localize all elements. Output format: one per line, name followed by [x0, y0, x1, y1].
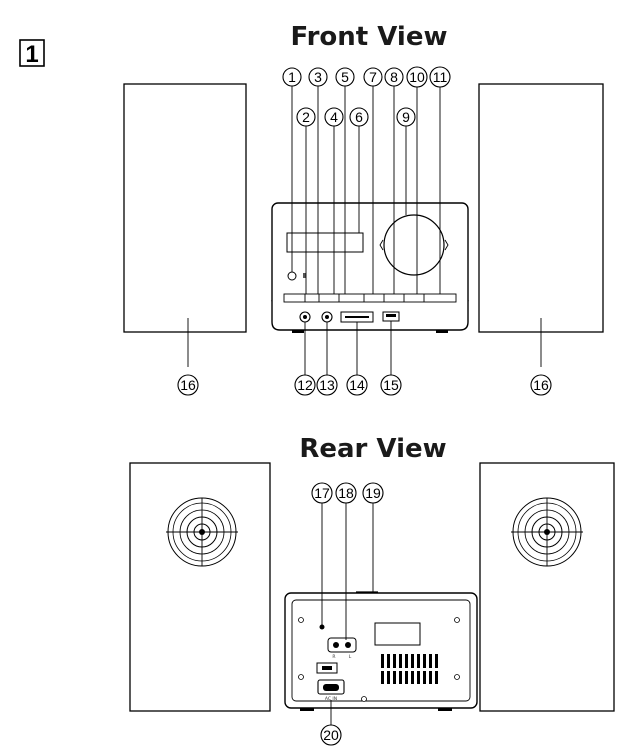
svg-text:4: 4	[330, 109, 338, 125]
callout-10: 10	[406, 66, 428, 88]
front-view-title: Front View	[290, 22, 447, 52]
callout-9: 9	[396, 107, 416, 127]
callout-11: 11	[429, 66, 451, 88]
callout-17: 17	[311, 482, 333, 504]
callout-19: 19	[362, 482, 384, 504]
front-right-speaker	[478, 83, 604, 367]
front-bottom-leaders	[304, 321, 392, 375]
rear-main-unit: R L	[284, 591, 478, 711]
svg-text:17: 17	[314, 485, 330, 501]
callout-15: 15	[380, 374, 402, 396]
callout-16-left: 16	[177, 374, 199, 396]
svg-text:14: 14	[349, 377, 365, 393]
svg-text:18: 18	[338, 485, 354, 501]
rear-left-speaker	[129, 462, 271, 712]
callout-14: 14	[346, 374, 368, 396]
svg-text:1: 1	[288, 69, 296, 85]
svg-text:9: 9	[402, 109, 410, 125]
callout-20: 20	[320, 724, 342, 746]
callout-4: 4	[324, 107, 344, 127]
svg-text:12: 12	[297, 377, 313, 393]
svg-text:5: 5	[341, 69, 349, 85]
svg-text:7: 7	[369, 69, 377, 85]
rear-vents	[381, 654, 438, 684]
ac-in-label: AC IN	[325, 696, 337, 702]
speaker-label-r: R	[332, 654, 335, 660]
figure-number-box: 1	[19, 39, 45, 68]
svg-text:19: 19	[365, 485, 381, 501]
callout-7: 7	[363, 67, 383, 87]
svg-text:8: 8	[390, 69, 398, 85]
callout-8: 8	[384, 67, 404, 87]
svg-text:13: 13	[319, 377, 335, 393]
callout-18: 18	[335, 482, 357, 504]
front-left-speaker	[123, 83, 247, 367]
svg-text:2: 2	[302, 109, 310, 125]
svg-text:16: 16	[180, 377, 196, 393]
svg-text:11: 11	[433, 69, 448, 85]
svg-text:15: 15	[383, 377, 399, 393]
front-top-leaders	[291, 86, 441, 294]
callout-3: 3	[308, 67, 328, 87]
callout-16-right: 16	[530, 374, 552, 396]
callout-5: 5	[335, 67, 355, 87]
rear-view-title: Rear View	[299, 434, 446, 464]
callout-12: 12	[294, 374, 316, 396]
callout-6: 6	[349, 107, 369, 127]
callout-13: 13	[316, 374, 338, 396]
svg-text:10: 10	[409, 69, 425, 85]
svg-text:16: 16	[533, 377, 549, 393]
speaker-label-l: L	[349, 654, 352, 660]
callout-1: 1	[282, 67, 302, 87]
rear-right-speaker	[479, 462, 615, 712]
rear-leaders	[321, 502, 374, 725]
front-main-unit	[271, 202, 469, 333]
figure-number: 1	[25, 41, 38, 68]
callout-2: 2	[296, 107, 316, 127]
svg-text:3: 3	[314, 69, 322, 85]
svg-text:20: 20	[323, 727, 339, 743]
svg-text:6: 6	[355, 109, 363, 125]
